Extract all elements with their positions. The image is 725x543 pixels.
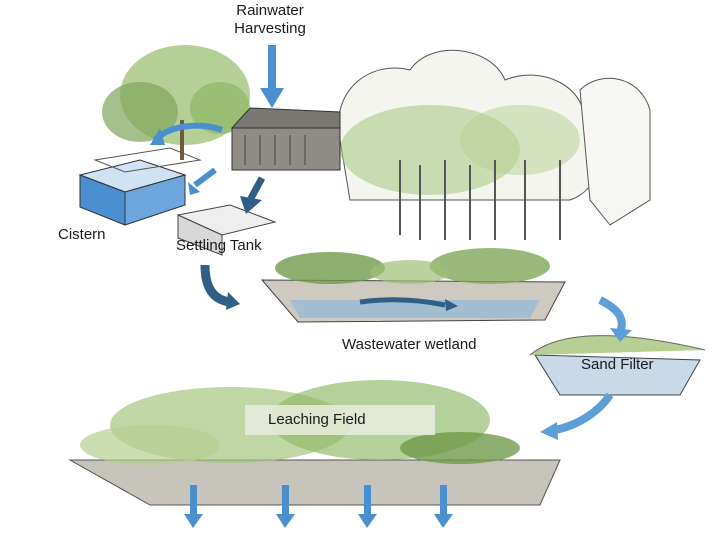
- tree-cluster-left: [102, 45, 250, 160]
- leaching-field-label: Leaching Field: [268, 411, 366, 428]
- tree-cluster-right: [338, 49, 651, 240]
- rain-arrow-head: [260, 88, 284, 108]
- leaching-field: [68, 380, 561, 506]
- rainwater-label-line2: Harvesting: [234, 20, 306, 37]
- rainwater-label-line1: Rainwater: [236, 2, 304, 19]
- sand-filter-basin: [529, 335, 706, 396]
- wastewater-wetland-label: Wastewater wetland: [342, 336, 477, 353]
- sand-filter-label: Sand Filter: [581, 356, 654, 373]
- house: [230, 107, 341, 171]
- settling-tank: [176, 204, 277, 256]
- cistern-label: Cistern: [58, 226, 106, 243]
- rain-arrow: [268, 45, 276, 90]
- rainwater-harvesting-label: Rainwater Harvesting: [215, 2, 325, 38]
- wastewater-wetland-basin: [260, 248, 566, 323]
- flow-arrows: [150, 45, 632, 528]
- leaching-down-arrows: [184, 485, 453, 528]
- cistern-tank: [78, 147, 202, 226]
- settling-tank-label: Settling Tank: [176, 237, 262, 254]
